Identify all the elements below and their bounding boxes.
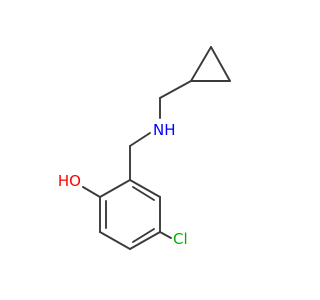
ring-double-bond	[132, 186, 155, 201]
methylene-bond	[159, 80, 192, 99]
amine-benzyl-bond	[129, 132, 151, 147]
ring-bond	[99, 231, 131, 250]
amine-label: NH	[153, 121, 176, 139]
chloro-bond	[159, 231, 172, 239]
cyclopropyl-bond	[190, 46, 212, 82]
hydroxyl-label: HO	[58, 172, 81, 190]
bond-skeleton	[82, 46, 231, 250]
molecule-structure: HO NH Cl	[58, 46, 231, 250]
ring-bond	[129, 179, 161, 198]
chlorine-label: Cl	[173, 230, 188, 248]
ring-double-bond	[132, 228, 155, 243]
ring-bond	[99, 179, 131, 198]
hydroxyl-bond	[82, 186, 101, 198]
ring-bond	[129, 231, 161, 250]
cyclopropyl-bond	[210, 46, 231, 82]
